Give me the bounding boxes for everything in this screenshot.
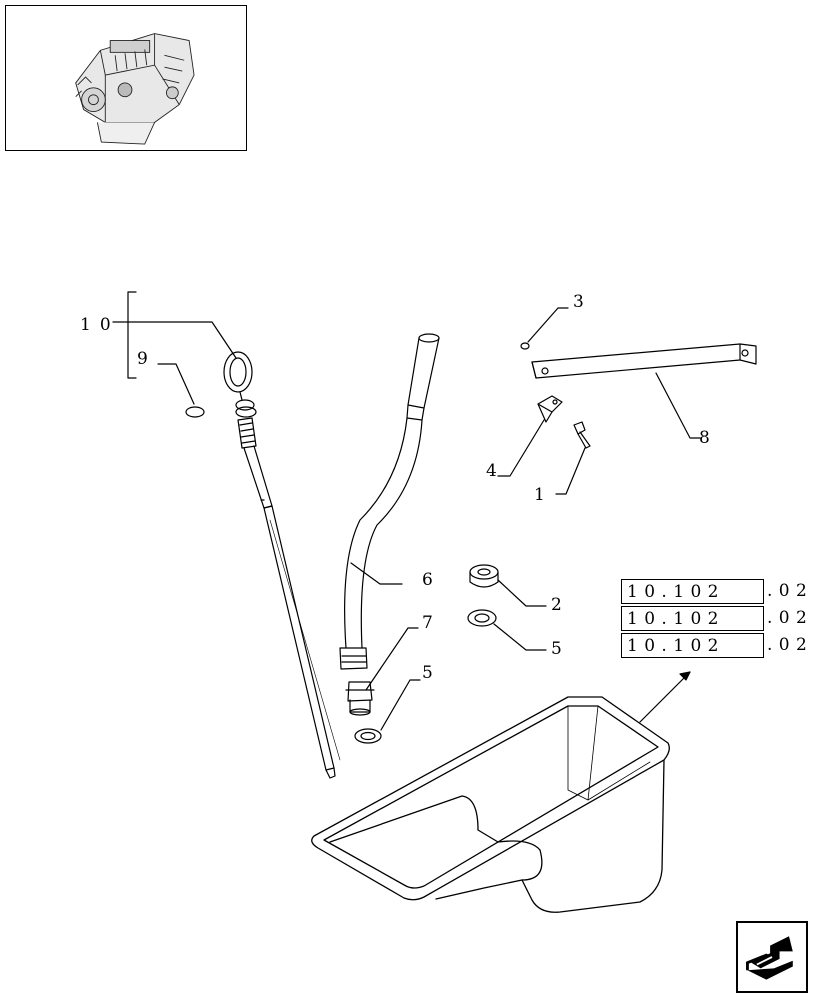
callout-1: 1	[534, 485, 545, 505]
plug-washer-part	[467, 609, 497, 627]
reference-leader	[639, 671, 691, 723]
reference-row[interactable]: 10.102 .02	[621, 606, 816, 633]
drain-plug-part	[469, 564, 499, 588]
leader-2	[497, 579, 547, 607]
callout-7: 7	[422, 613, 433, 633]
leader-5a	[493, 623, 547, 651]
adapter-part	[345, 681, 375, 716]
bolt-part	[573, 421, 591, 449]
return-arrow-icon	[746, 936, 793, 980]
reference-code[interactable]: 10.102	[621, 606, 764, 631]
callout-4: 4	[486, 461, 497, 481]
leader-9	[157, 363, 195, 405]
callout-9: 9	[137, 349, 148, 369]
nut-part	[520, 342, 530, 350]
reference-code[interactable]: 10.102	[621, 579, 764, 604]
engine-thumbnail-icon	[75, 33, 195, 145]
callout-5-lower: 5	[422, 663, 433, 683]
dipstick-tube-part	[339, 333, 440, 670]
leader-5b	[380, 679, 421, 731]
leader-6	[350, 562, 403, 585]
reference-row[interactable]: 10.102 .02	[621, 633, 816, 660]
engine-thumbnail	[5, 5, 247, 151]
callout-10: 10	[80, 315, 120, 335]
leader-8	[655, 372, 701, 439]
o-ring-part	[185, 406, 205, 418]
callout-3: 3	[573, 292, 584, 312]
callout-8: 8	[699, 428, 710, 448]
leader-4	[497, 419, 545, 477]
leader-1	[555, 447, 586, 495]
reference-table: 10.102 .02 10.102 .02 10.102 .02	[621, 579, 816, 660]
leader-7	[365, 627, 419, 691]
reference-suffix: .02	[767, 635, 814, 655]
reference-suffix: .02	[767, 608, 814, 628]
washer-part	[354, 728, 382, 744]
oil-pan-part	[311, 696, 670, 913]
callout-5-upper: 5	[551, 639, 562, 659]
reference-suffix: .02	[767, 581, 814, 601]
return-button[interactable]	[736, 921, 808, 993]
reference-code[interactable]: 10.102	[621, 633, 764, 658]
support-bracket-part	[531, 343, 757, 379]
dipstick-part	[223, 351, 341, 779]
reference-row[interactable]: 10.102 .02	[621, 579, 816, 606]
leader-10	[112, 321, 237, 359]
group-bracket	[127, 291, 137, 379]
callout-2: 2	[551, 595, 562, 615]
callout-6: 6	[422, 570, 433, 590]
clamp-part	[537, 395, 563, 423]
leader-3	[527, 307, 569, 343]
